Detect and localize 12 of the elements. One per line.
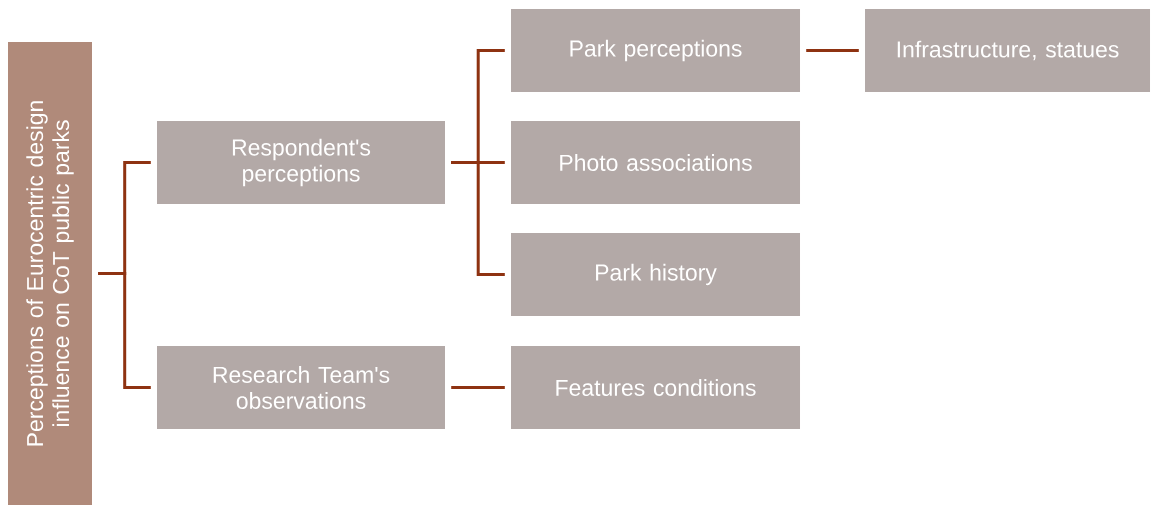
connector-line [806,49,859,52]
category-box: Park perceptions [511,9,800,92]
connector-line [98,272,151,389]
category-box: Respondent's perceptions [157,121,445,204]
category-box: Features conditions [511,346,800,429]
connector-line [451,386,505,389]
category-box: Photo associations [511,121,800,204]
category-box: Infrastructure, statues [865,9,1150,92]
connector-line [451,161,505,276]
category-box: Research Team's observations [157,346,445,429]
category-box: Park history [511,233,800,316]
root-box: Perceptions of Eurocentric design influence on CoT public parks [8,42,92,505]
